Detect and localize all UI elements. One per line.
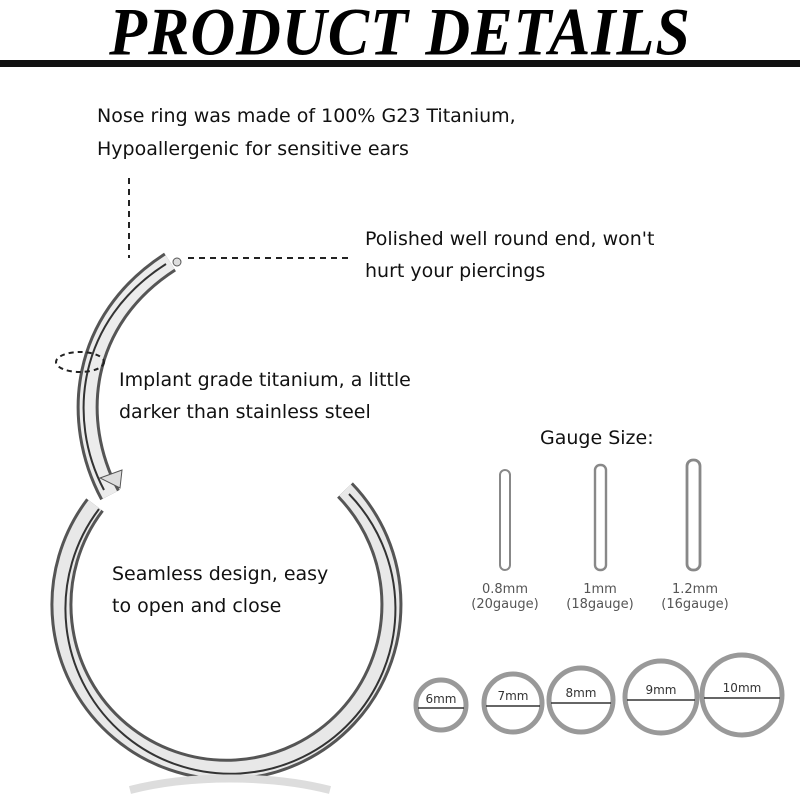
gauge-size-title: Gauge Size:: [540, 427, 654, 449]
diameter-label-10mm: 10mm: [722, 681, 762, 695]
gauge-value: (18gauge): [566, 597, 634, 612]
gauge-mm: 1.2mm: [671, 582, 718, 597]
gauge-mm: 1mm: [583, 582, 617, 597]
title-divider: [0, 60, 800, 67]
end-callout-line1: Polished well round end, won't: [365, 228, 655, 250]
material-callout-line1: Nose ring was made of 100% G23 Titanium,: [97, 105, 516, 127]
diameter-label-7mm: 7mm: [497, 689, 529, 703]
grade-callout-line1: Implant grade titanium, a little: [119, 369, 411, 391]
gauge-label-2: 1.2mm (16gauge): [640, 582, 750, 612]
page-title: PRODUCT DETAILS: [109, 0, 691, 70]
diameter-label-8mm: 8mm: [565, 686, 597, 700]
diameter-label-9mm: 9mm: [645, 683, 677, 697]
material-callout-line2: Hypoallergenic for sensitive ears: [97, 138, 409, 160]
seamless-callout-line1: Seamless design, easy: [112, 563, 329, 585]
gauge-value: (16gauge): [661, 597, 729, 612]
gauge-value: (20gauge): [471, 597, 539, 612]
gauge-mm: 0.8mm: [481, 582, 528, 597]
diameter-label-6mm: 6mm: [425, 692, 457, 706]
grade-callout-line2: darker than stainless steel: [119, 401, 371, 423]
seamless-callout-line2: to open and close: [112, 595, 282, 617]
gauge-label-1: 1mm (18gauge): [545, 582, 655, 612]
gauge-label-0: 0.8mm (20gauge): [450, 582, 560, 612]
end-callout-line2: hurt your piercings: [365, 260, 546, 282]
